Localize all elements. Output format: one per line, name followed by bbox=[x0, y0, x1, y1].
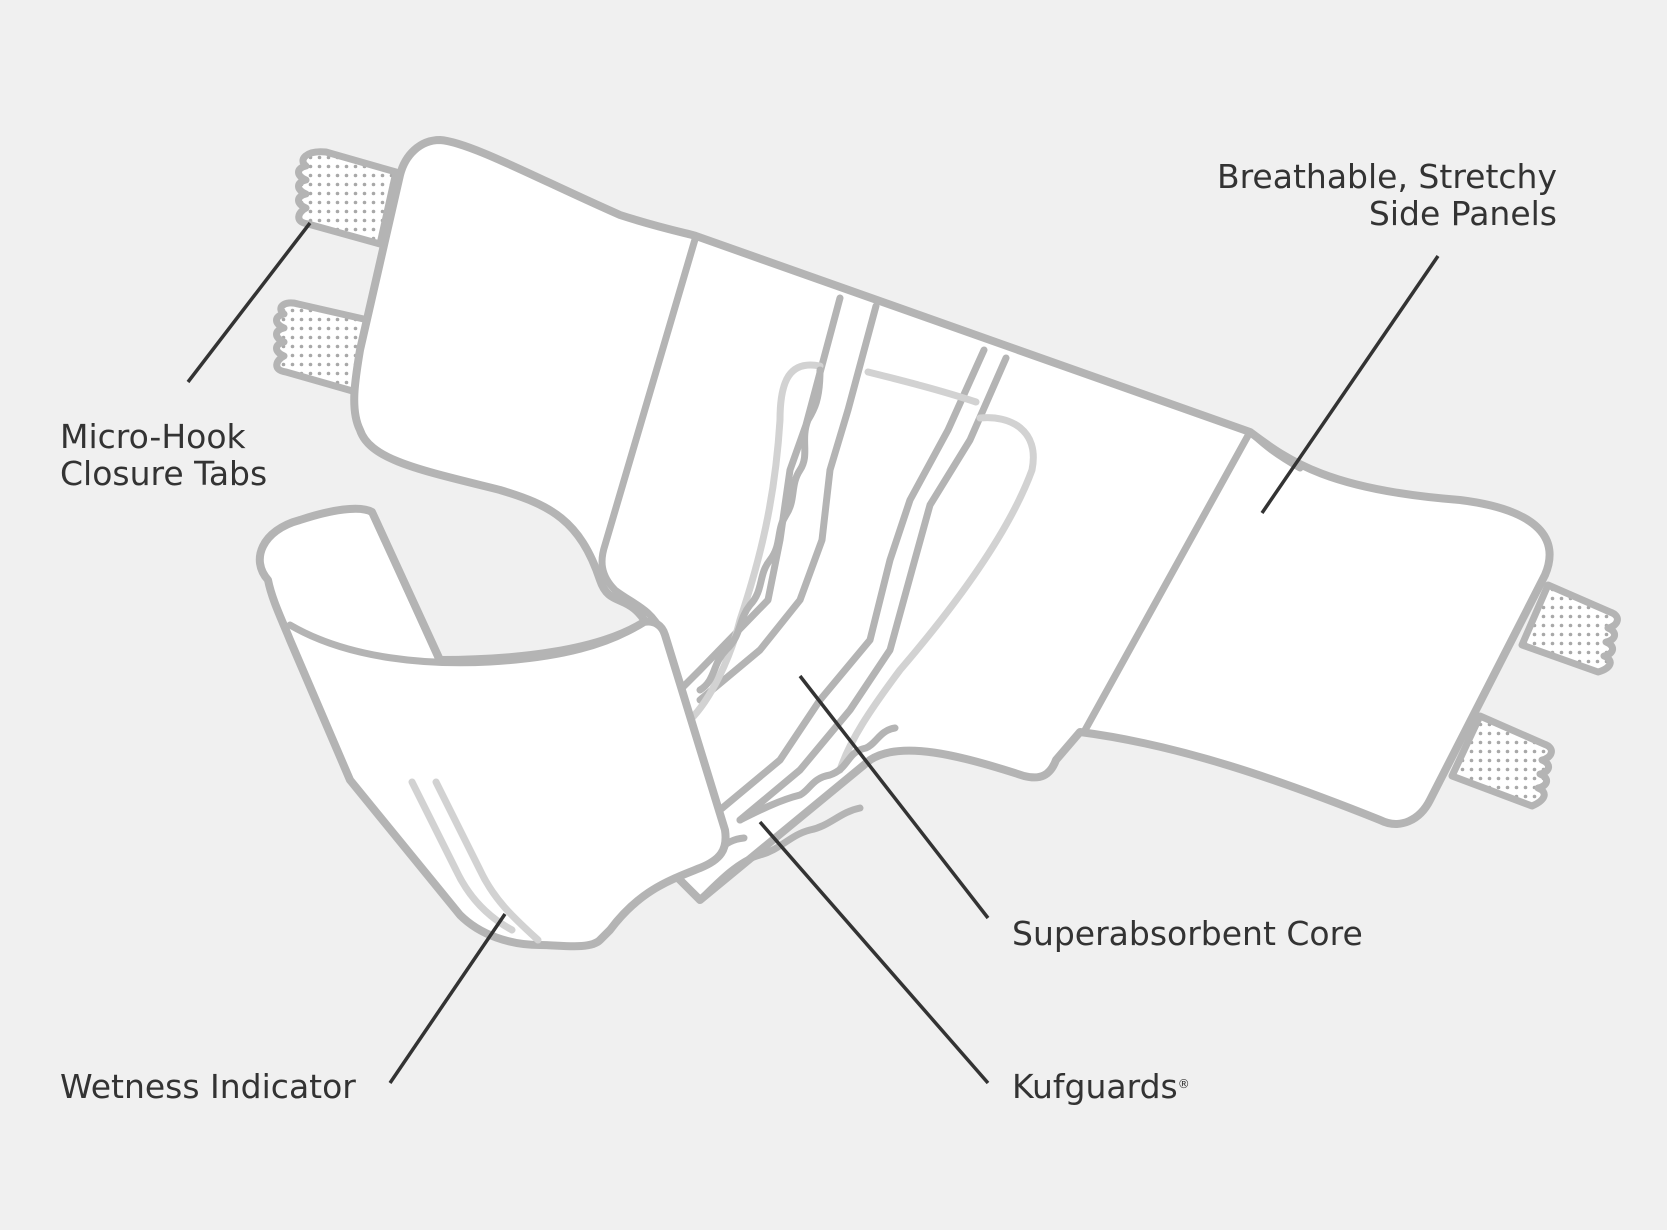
leader-line-side-panels bbox=[1262, 256, 1438, 513]
label-side-panels-line1: Breathable, Stretchy bbox=[1217, 157, 1557, 196]
leader-line-wetness bbox=[390, 914, 505, 1083]
label-closure-tabs-line2: Closure Tabs bbox=[60, 454, 267, 493]
label-closure-tabs: Micro-Hook Closure Tabs bbox=[60, 418, 267, 492]
label-wetness-indicator: Wetness Indicator bbox=[60, 1068, 356, 1105]
leader-line-kufguards bbox=[760, 822, 988, 1083]
registered-mark: ® bbox=[1178, 1077, 1190, 1091]
label-side-panels-line2: Side Panels bbox=[1369, 194, 1557, 233]
label-closure-tabs-line1: Micro-Hook bbox=[60, 417, 246, 456]
label-core: Superabsorbent Core bbox=[1012, 915, 1363, 952]
label-side-panels: Breathable, Stretchy Side Panels bbox=[1217, 158, 1557, 232]
label-kufguards: Kufguards® bbox=[1012, 1068, 1190, 1105]
label-kufguards-text: Kufguards bbox=[1012, 1067, 1178, 1106]
